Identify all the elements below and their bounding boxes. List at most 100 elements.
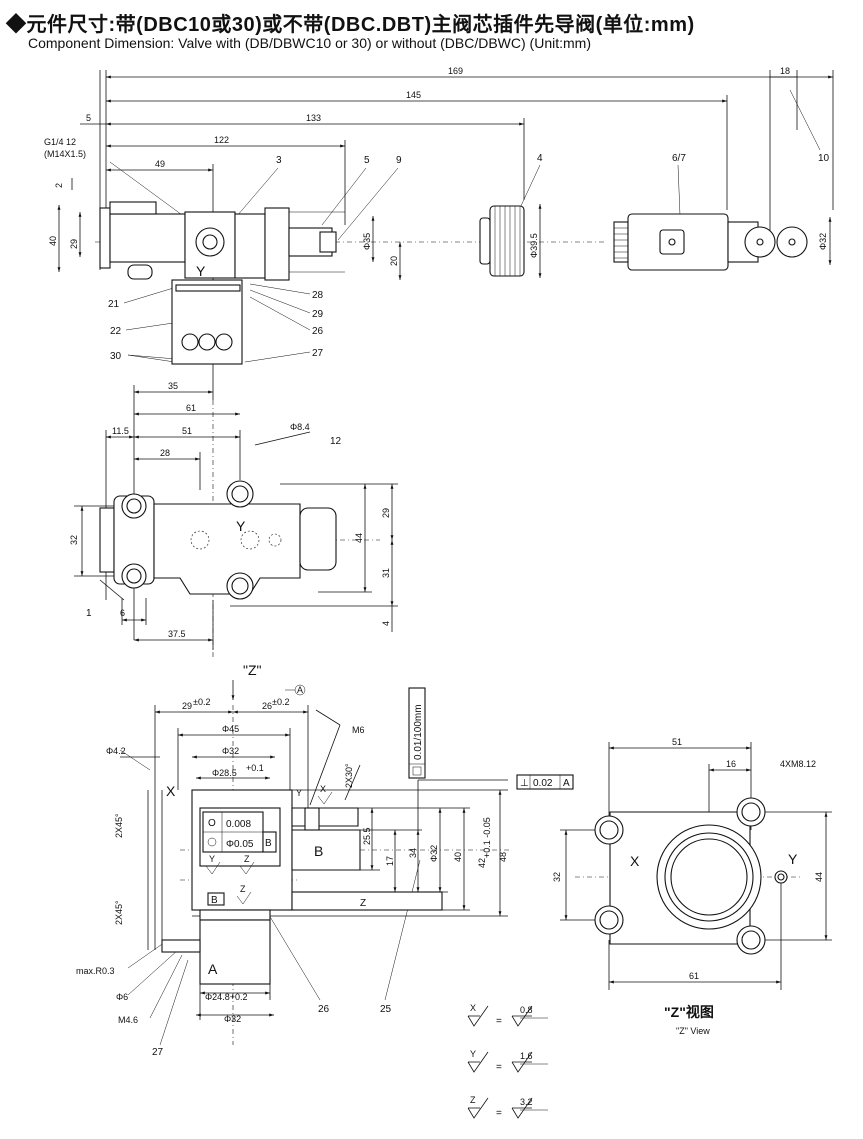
dim-44-z: 44 xyxy=(814,872,824,882)
roughness-z-mark-b: Z xyxy=(240,884,246,894)
roughness-y-equals: = xyxy=(496,1062,502,1073)
dim-2x45-bottom: 2X45° xyxy=(114,900,124,925)
fcf-circularity: 0.008 xyxy=(226,819,251,830)
dim-61-z: 61 xyxy=(689,971,699,981)
callout-28: 28 xyxy=(312,290,324,301)
datum-b-label: B xyxy=(211,895,218,906)
callout-12: 12 xyxy=(330,436,342,447)
flatness-tolerance: 0.01/100mm xyxy=(413,704,424,760)
callout-29: 29 xyxy=(312,309,324,320)
a-port-label: A xyxy=(208,961,218,977)
dim-4: 4 xyxy=(381,621,391,626)
top-elevation-view: 169 145 133 122 49 5 18 2 40 29 Φ35 20 Φ… xyxy=(44,66,834,400)
dim-phi4-2: Φ4.2 xyxy=(106,746,126,756)
dim-37-5: 37.5 xyxy=(168,629,186,639)
circularity-symbol: O xyxy=(208,818,216,829)
callout-1: 1 xyxy=(86,608,92,619)
perp-tolerance: 0.02 xyxy=(533,778,553,789)
dim-phi45: Φ45 xyxy=(222,724,239,734)
dim-122: 122 xyxy=(214,135,229,145)
x-port-label-sec: X xyxy=(166,783,176,799)
x-port-label-z: X xyxy=(630,853,640,869)
dim-phi28-5: Φ28.5 xyxy=(212,768,237,778)
dim-29-plan: 29 xyxy=(381,508,391,518)
dim-26-sec: 26 xyxy=(262,701,272,711)
dim-2x30: 2X30° xyxy=(344,763,354,788)
page-subtitle: Component Dimension: Valve with (DB/DBWC… xyxy=(28,35,591,51)
dim-44-plan: 44 xyxy=(354,533,364,543)
perp-symbol: ⊥ xyxy=(520,778,529,789)
callout-4: 4 xyxy=(537,153,543,164)
dim-phi8-4: Φ8.4 xyxy=(290,422,310,432)
dim-34: 34 xyxy=(408,848,418,858)
roughness-row-x: X = 0.8 xyxy=(467,1003,548,1027)
dim-29-tol: ±0.2 xyxy=(193,697,210,707)
roughness-z-equals: = xyxy=(496,1108,502,1119)
dim-29-top: 29 xyxy=(69,239,79,249)
dim-32-plan: 32 xyxy=(69,535,79,545)
dim-20: 20 xyxy=(389,256,399,266)
dim-2x45-top: 2X45° xyxy=(114,813,124,838)
roughness-z-symbol: Z xyxy=(470,1095,476,1105)
roughness-row-z: Z = 3.2 xyxy=(467,1095,548,1119)
roughness-z-mark-a: Z xyxy=(244,854,250,864)
callout-6-7: 6/7 xyxy=(672,153,686,164)
roughness-z-value: 3.2 xyxy=(520,1097,533,1107)
callout-27-top: 27 xyxy=(312,348,324,359)
roughness-legend: X = 0.8 Y = 1.6 Z = 3.2 xyxy=(467,1003,548,1119)
roughness-y-mark-top: Y xyxy=(296,788,302,798)
dim-25-5: 25.5 xyxy=(362,827,372,845)
dim-26-tol: ±0.2 xyxy=(272,697,289,707)
cavity-section-view: O 0.008 Φ0.05 B B 0.01/100mm ⊥ 0.02 A A … xyxy=(76,662,574,1058)
z-view-subtitle: "Z" View xyxy=(676,1026,710,1036)
perp-datum-ref: A xyxy=(563,778,570,789)
thread-spec: 4XM8.12 xyxy=(780,759,816,769)
dim-phi28-5-tol: +0.1 xyxy=(246,763,264,773)
dim-28: 28 xyxy=(160,448,170,458)
callout-21: 21 xyxy=(108,299,120,310)
dim-phi32-sec: Φ32 xyxy=(222,746,239,756)
datum-a-symbol: A xyxy=(297,685,303,695)
roughness-y-symbol: Y xyxy=(470,1049,476,1059)
dim-16: 16 xyxy=(726,759,736,769)
callout-25: 25 xyxy=(380,1004,392,1015)
callout-27-sec: 27 xyxy=(152,1047,164,1058)
y-port-label-z: Y xyxy=(788,851,798,867)
roughness-x-symbol: X xyxy=(470,1003,476,1013)
dim-phi32-right: Φ32 xyxy=(429,845,439,862)
b-port-label: B xyxy=(314,843,323,859)
dim-29-sec: 29 xyxy=(182,701,192,711)
callout-26-top: 26 xyxy=(312,326,324,337)
callout-10: 10 xyxy=(818,153,830,164)
dim-phi35: Φ35 xyxy=(362,233,372,250)
callout-26-sec: 26 xyxy=(318,1004,330,1015)
callout-9: 9 xyxy=(396,155,402,166)
dim-6: 6 xyxy=(120,608,125,618)
dim-42: 42 xyxy=(477,858,487,868)
y-port-label-plan: Y xyxy=(236,518,246,534)
z-view-arrow-label: "Z" xyxy=(243,662,262,678)
dim-32-z: 32 xyxy=(552,872,562,882)
dim-17: 17 xyxy=(385,856,395,866)
dim-m6: M6 xyxy=(352,725,365,735)
fcf-position: Φ0.05 xyxy=(226,839,254,850)
dim-40: 40 xyxy=(48,236,58,246)
callout-30: 30 xyxy=(110,351,122,362)
dim-51-plan: 51 xyxy=(182,426,192,436)
dim-61: 61 xyxy=(186,403,196,413)
page-title: ◆元件尺寸:带(DBC10或30)或不带(DBC.DBT)主阀芯插件先导阀(单位… xyxy=(6,14,695,36)
fcf-datum-b: B xyxy=(265,838,272,849)
dim-48: 48 xyxy=(498,852,508,862)
dim-18: 18 xyxy=(780,66,790,76)
dim-31: 31 xyxy=(381,568,391,578)
dim-133: 133 xyxy=(306,113,321,123)
roughness-x-equals: = xyxy=(496,1016,502,1027)
dim-145: 145 xyxy=(406,90,421,100)
dim-phi32-top: Φ32 xyxy=(818,233,828,250)
dim-11-5: 11.5 xyxy=(112,426,129,436)
dim-42-tol: +0.1 -0.05 xyxy=(482,817,492,858)
dim-169: 169 xyxy=(448,66,463,76)
dim-49: 49 xyxy=(155,159,165,169)
dim-phi24-8: Φ24.8+0.2 xyxy=(205,992,247,1002)
